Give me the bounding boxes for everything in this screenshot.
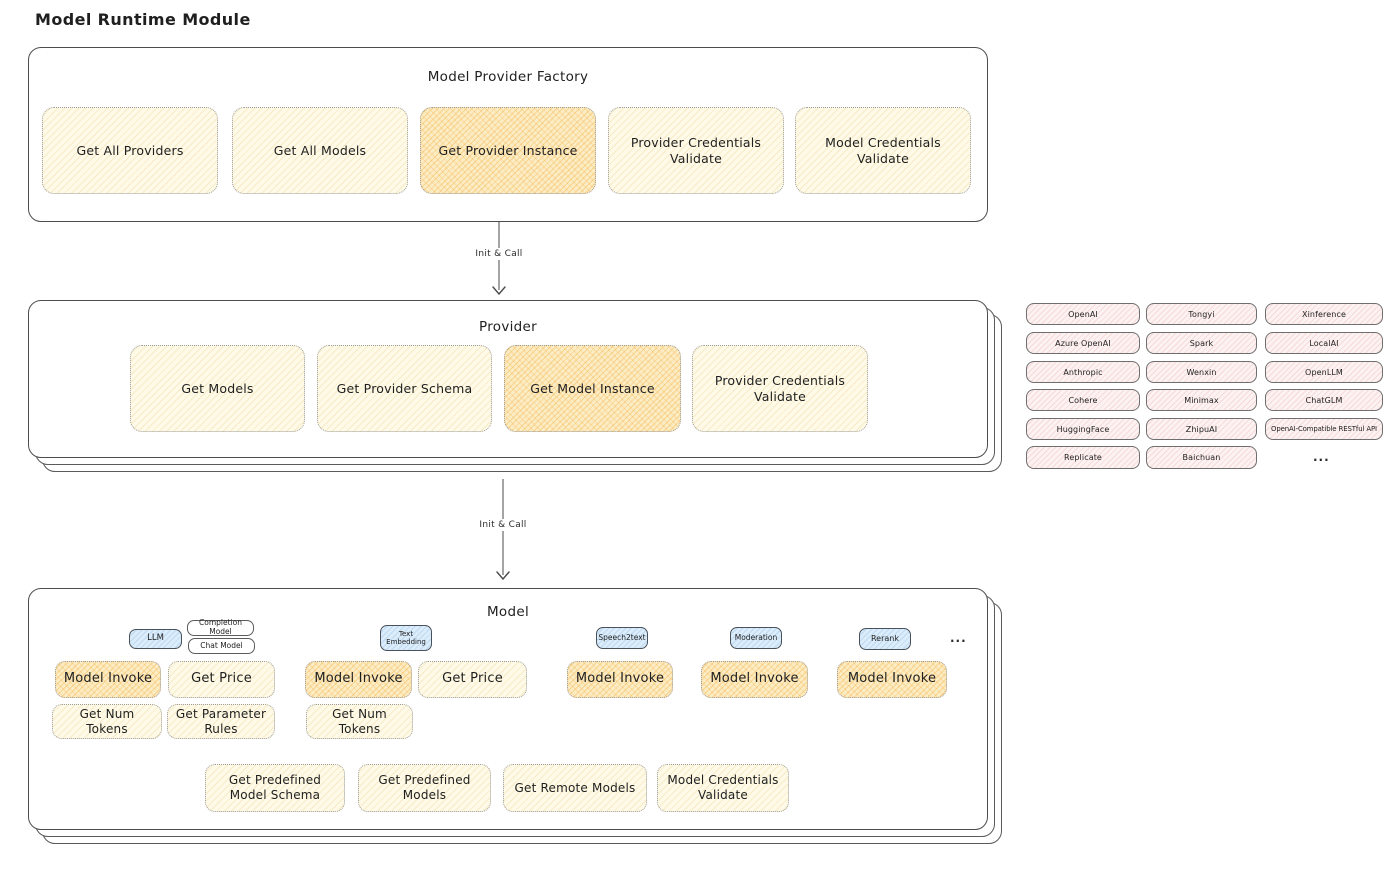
node-get-provider-instance: Get Provider Instance [420, 107, 596, 194]
provider-chip-azure-openai: Azure OpenAI [1026, 332, 1140, 354]
model-title: Model [486, 604, 530, 620]
tabs-more-ellipsis: ... [950, 631, 967, 645]
provider-chip-chatglm: ChatGLM [1265, 389, 1383, 411]
node-get-parameter-rules: Get Parameter Rules [167, 704, 275, 739]
tab-chat-model: Chat Model [188, 638, 255, 654]
node-model-invoke-moderation: Model Invoke [701, 661, 808, 698]
node-provider-credentials-validate: Provider Credentials Validate [692, 345, 868, 432]
provider-chip-tongyi: Tongyi [1146, 303, 1257, 325]
tab-llm: LLM [129, 629, 182, 649]
arrow-head-icon [492, 286, 506, 295]
arrow-factory-to-provider: Init & Call [471, 222, 527, 295]
node-model-invoke-rerank: Model Invoke [837, 661, 947, 698]
node-get-price-embedding: Get Price [418, 661, 527, 698]
node-get-num-tokens-embedding: Get Num Tokens [306, 704, 413, 739]
node-get-price-llm: Get Price [168, 661, 275, 698]
provider-chip-anthropic: Anthropic [1026, 361, 1140, 383]
provider-chip-cohere: Cohere [1026, 389, 1140, 411]
node-get-model-instance: Get Model Instance [504, 345, 681, 432]
tab-text-embedding: Text Embedding [380, 625, 432, 651]
node-get-all-providers: Get All Providers [42, 107, 218, 194]
node-get-remote-models: Get Remote Models [503, 764, 647, 812]
node-get-predefined-model-schema: Get Predefined Model Schema [205, 764, 345, 812]
tab-rerank: Rerank [859, 628, 911, 650]
provider-chip-xinference: Xinference [1265, 303, 1383, 325]
provider-chip-openai-compatible: OpenAI-Compatible RESTful API [1265, 418, 1383, 440]
node-provider-credentials-validate-factory: Provider Credentials Validate [608, 107, 784, 194]
arrow-label: Init & Call [471, 248, 527, 260]
node-get-predefined-models: Get Predefined Models [358, 764, 491, 812]
provider-chip-baichuan: Baichuan [1146, 446, 1257, 469]
tab-moderation: Moderation [730, 627, 782, 649]
arrow-label: Init & Call [475, 519, 531, 531]
node-get-models: Get Models [130, 345, 305, 432]
node-model-invoke-speech2text: Model Invoke [567, 661, 673, 698]
tab-completion-model: Completion Model [187, 619, 254, 636]
provider-chip-localai: LocalAI [1265, 332, 1383, 354]
arrow-head-icon [496, 571, 510, 580]
arrow-provider-to-model: Init & Call [475, 479, 531, 580]
tab-speech2text: Speech2text [596, 627, 648, 649]
provider-chip-openllm: OpenLLM [1265, 361, 1383, 383]
node-get-num-tokens-llm: Get Num Tokens [52, 704, 162, 739]
provider-chip-wenxin: Wenxin [1146, 361, 1257, 383]
node-model-invoke-llm: Model Invoke [55, 661, 161, 698]
providers-more-ellipsis: ... [1313, 450, 1330, 464]
node-get-all-models: Get All Models [232, 107, 408, 194]
provider-chip-minimax: Minimax [1146, 389, 1257, 411]
node-model-invoke-embedding: Model Invoke [305, 661, 412, 698]
provider-chip-replicate: Replicate [1026, 446, 1140, 469]
provider-chip-zhipuai: ZhipuAI [1146, 418, 1257, 440]
provider-title: Provider [479, 319, 537, 335]
page-title: Model Runtime Module [35, 10, 251, 29]
node-model-credentials-validate-factory: Model Credentials Validate [795, 107, 971, 194]
provider-chip-huggingface: HuggingFace [1026, 418, 1140, 440]
provider-chip-openai: OpenAI [1026, 303, 1140, 325]
node-model-credentials-validate: Model Credentials Validate [657, 764, 789, 812]
node-get-provider-schema: Get Provider Schema [317, 345, 492, 432]
factory-title: Model Provider Factory [427, 69, 589, 85]
provider-chip-spark: Spark [1146, 332, 1257, 354]
